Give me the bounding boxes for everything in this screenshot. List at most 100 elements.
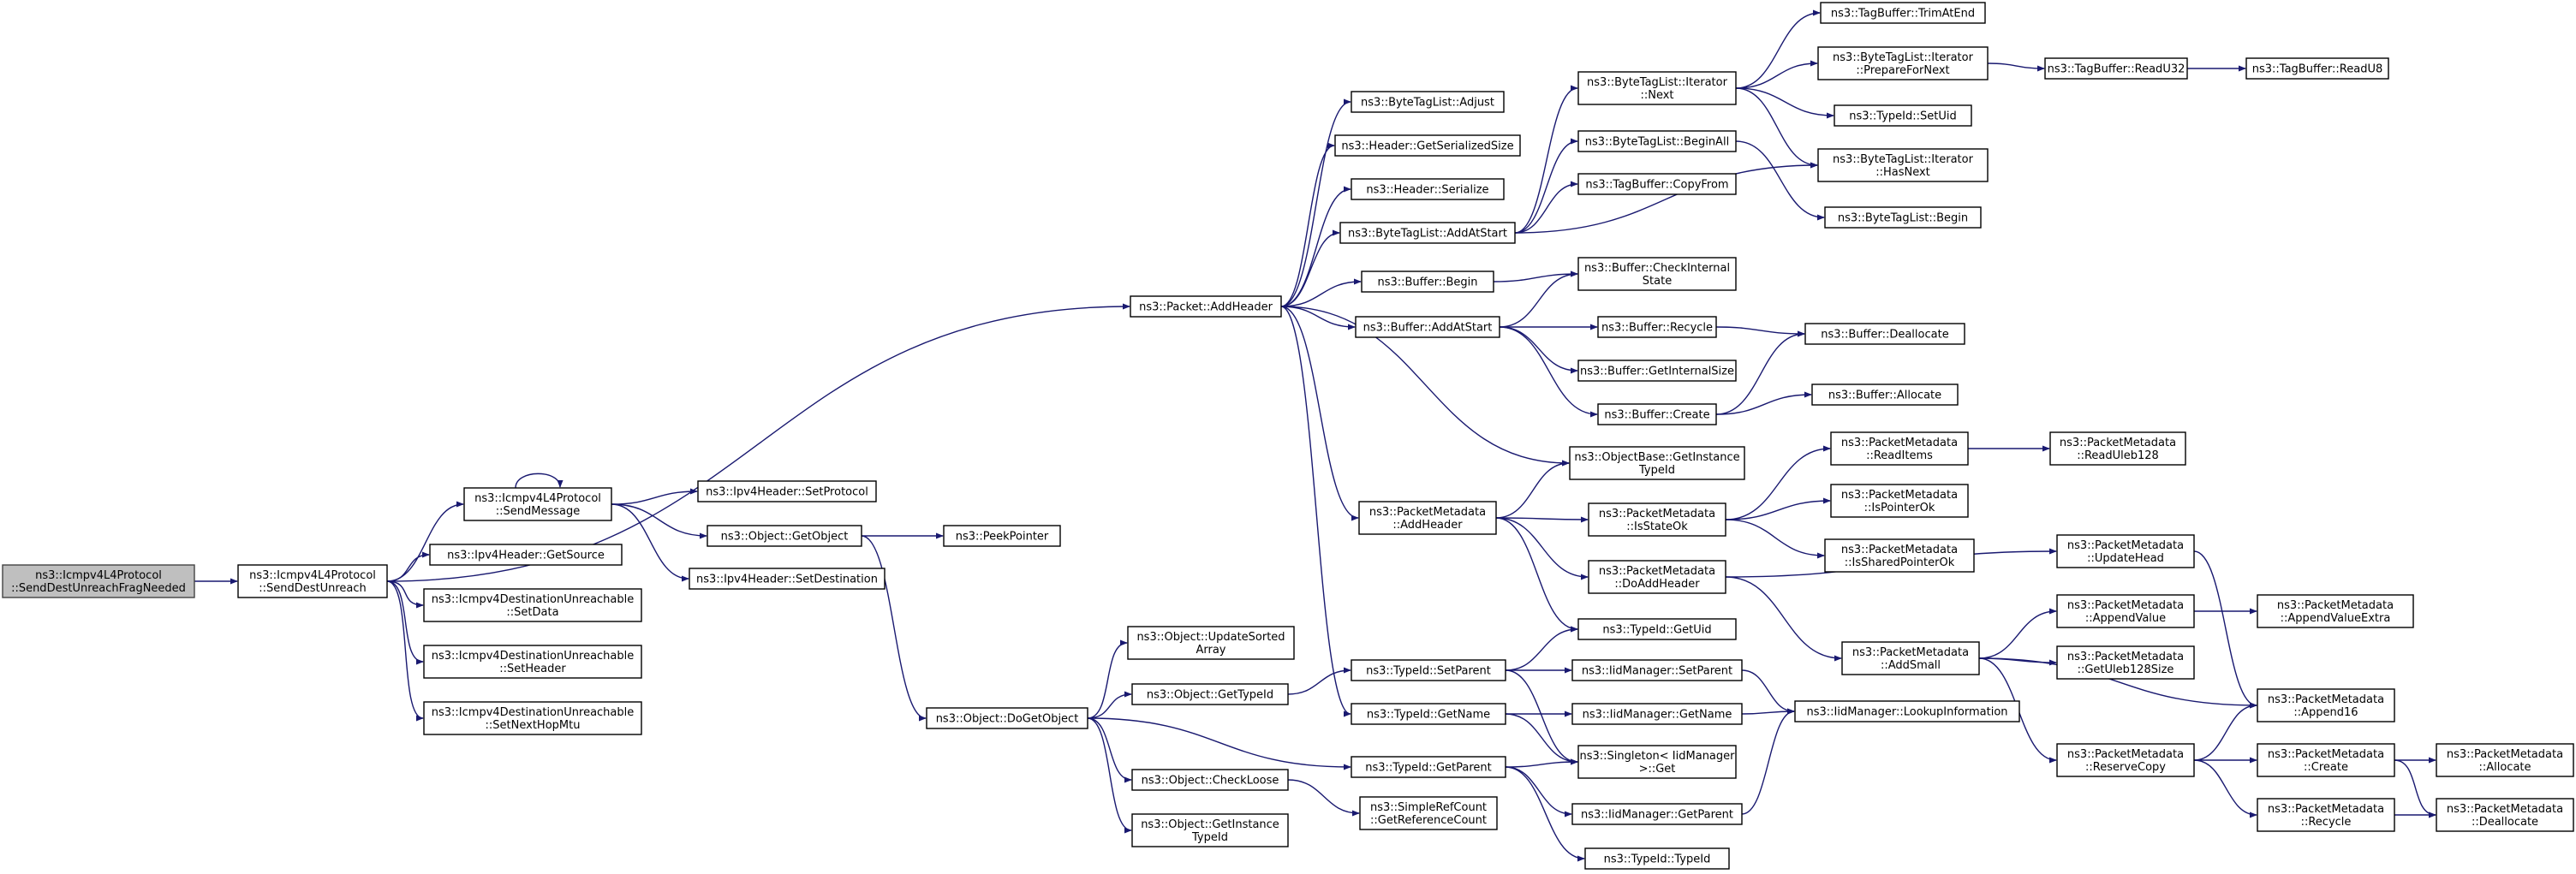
edge-btliternext-to-typeidsetuid — [1735, 87, 1834, 119]
node-bufcreate[interactable]: ns3::Buffer::Create — [1597, 403, 1717, 425]
node-iidlookup[interactable]: ns3::IidManager::LookupInformation — [1794, 700, 2020, 722]
node-pmcreate[interactable]: ns3::PacketMetadata::Create — [2257, 743, 2395, 777]
node-getobject[interactable]: ns3::Object::GetObject — [707, 525, 862, 547]
node-setprotocol[interactable]: ns3::Ipv4Header::SetProtocol — [697, 480, 877, 502]
node-tbcopyfrom[interactable]: ns3::TagBuffer::CopyFrom — [1577, 173, 1737, 195]
node-bufaddatstart[interactable]: ns3::Buffer::AddAtStart — [1355, 316, 1500, 338]
node-tbreadu32[interactable]: ns3::TagBuffer::ReadU32 — [2044, 57, 2188, 80]
node-pmissharedptrok[interactable]: ns3::PacketMetadata::IsSharedPointerOk — [1824, 538, 1975, 573]
node-typeidsetuid[interactable]: ns3::TypeId::SetUid — [1834, 104, 1972, 127]
node-typeidgetparent[interactable]: ns3::TypeId::GetParent — [1351, 756, 1506, 778]
edge-typeidsetparent-to-typeidgetuid — [1505, 626, 1578, 671]
node-label-line: ::UpdateHead — [2087, 552, 2164, 565]
node-setdest[interactable]: ns3::Ipv4Header::SetDestination — [689, 568, 886, 590]
node-singletonget[interactable]: ns3::Singleton< IidManager>::Get — [1577, 745, 1737, 779]
node-btliternext[interactable]: ns3::ByteTagList::Iterator::Next — [1577, 71, 1737, 105]
edge-iidsetparent-to-iidlookup — [1741, 669, 1795, 715]
node-box — [1351, 659, 1506, 681]
node-label-line: ::DoAddHeader — [1614, 578, 1700, 591]
node-box — [1131, 813, 1289, 847]
edge-sdu-to-setheader — [386, 580, 424, 665]
node-pmrecycle[interactable]: ns3::PacketMetadata::Recycle — [2257, 798, 2395, 832]
node-typeidgetuid[interactable]: ns3::TypeId::GetUid — [1577, 618, 1737, 640]
node-pmreaditems[interactable]: ns3::PacketMetadata::ReadItems — [1830, 431, 1969, 466]
edge-pmisstateok-to-pmreaditems — [1725, 445, 1831, 520]
node-tbreadu8[interactable]: ns3::TagBuffer::ReadU8 — [2245, 57, 2389, 80]
node-label-line: ns3::ByteTagList::Iterator — [1587, 76, 1728, 89]
node-setdata[interactable]: ns3::Icmpv4DestinationUnreachable::SetDa… — [423, 588, 642, 622]
node-iidgetparent[interactable]: ns3::IidManager::GetParent — [1571, 803, 1743, 825]
node-hdrser[interactable]: ns3::Header::Serialize — [1351, 178, 1505, 200]
edge-addheader-to-bufbegin — [1280, 278, 1362, 307]
edge-getobject-to-dogetobject — [861, 535, 927, 722]
node-label-line: ns3::Buffer::Begin — [1377, 276, 1477, 289]
node-pmaddheader[interactable]: ns3::PacketMetadata::AddHeader — [1358, 501, 1497, 535]
node-btladjust[interactable]: ns3::ByteTagList::Adjust — [1351, 91, 1505, 113]
node-getsource[interactable]: ns3::Ipv4Header::GetSource — [429, 544, 623, 566]
node-sdu[interactable]: ns3::Icmpv4L4Protocol::SendDestUnreach — [237, 564, 388, 598]
node-bufbegin[interactable]: ns3::Buffer::Begin — [1361, 271, 1494, 293]
node-sendmsg[interactable]: ns3::Icmpv4L4Protocol::SendMessage — [463, 487, 612, 521]
node-iidsetparent[interactable]: ns3::IidManager::SetParent — [1571, 659, 1743, 681]
node-setheader[interactable]: ns3::Icmpv4DestinationUnreachable::SetHe… — [423, 645, 642, 679]
node-label-line: ::Recycle — [2301, 816, 2352, 829]
node-typeidtypeid[interactable]: ns3::TypeId::TypeId — [1584, 847, 1730, 870]
node-label-line: ns3::ObjectBase::GetInstance — [1574, 451, 1739, 464]
node-box — [697, 480, 877, 502]
node-label-line: ns3::ByteTagList::AddAtStart — [1348, 228, 1507, 241]
node-pmupdatehead[interactable]: ns3::PacketMetadata::UpdateHead — [2056, 534, 2195, 568]
node-pmallocate[interactable]: ns3::PacketMetadata::Allocate — [2436, 743, 2574, 777]
node-bufdealloc[interactable]: ns3::Buffer::Deallocate — [1804, 323, 1965, 345]
node-pmgetuleb[interactable]: ns3::PacketMetadata::GetUleb128Size — [2056, 645, 2195, 680]
node-label-line: ns3::ByteTagList::BeginAll — [1585, 136, 1729, 149]
node-peekpointer[interactable]: ns3::PeekPointer — [943, 525, 1061, 547]
node-pmdoaddheader[interactable]: ns3::PacketMetadata::DoAddHeader — [1588, 560, 1726, 594]
node-btlbegin[interactable]: ns3::ByteTagList::Begin — [1824, 206, 1982, 229]
node-btlhasnext[interactable]: ns3::ByteTagList::Iterator::HasNext — [1817, 148, 1989, 182]
node-pmreaduleb[interactable]: ns3::PacketMetadata::ReadUleb128 — [2049, 431, 2186, 466]
node-bufgetinternal[interactable]: ns3::Buffer::GetInternalSize — [1577, 360, 1737, 382]
node-pmaddsmall[interactable]: ns3::PacketMetadata::AddSmall — [1841, 641, 1980, 675]
node-iidgetname[interactable]: ns3::IidManager::GetName — [1571, 703, 1743, 725]
node-pmdeallocate[interactable]: ns3::PacketMetadata::Deallocate — [2436, 798, 2574, 832]
node-pmreservecopy[interactable]: ns3::PacketMetadata::ReserveCopy — [2056, 743, 2195, 777]
node-setnexthop[interactable]: ns3::Icmpv4DestinationUnreachable::SetNe… — [423, 701, 642, 735]
node-box — [1597, 403, 1717, 425]
node-root[interactable]: ns3::Icmpv4L4Protocol::SendDestUnreachFr… — [2, 564, 195, 598]
node-srcgetref[interactable]: ns3::SimpleRefCount::GetReferenceCount — [1359, 796, 1498, 830]
node-pmappend16[interactable]: ns3::PacketMetadata::Append16 — [2257, 688, 2395, 722]
edge-pmreservecopy-to-pmappend16 — [2193, 702, 2257, 761]
node-box — [1131, 769, 1289, 791]
node-btladdatstart[interactable]: ns3::ByteTagList::AddAtStart — [1339, 222, 1516, 244]
node-btlprepfornext[interactable]: ns3::ByteTagList::Iterator::PrepareForNe… — [1817, 46, 1989, 80]
node-label-line: ns3::Icmpv4L4Protocol — [35, 569, 162, 582]
node-label-line: ns3::Icmpv4L4Protocol — [249, 569, 376, 582]
node-btlbeginall[interactable]: ns3::ByteTagList::BeginAll — [1577, 130, 1737, 152]
node-pmisstateok[interactable]: ns3::PacketMetadata::IsStateOk — [1588, 502, 1726, 537]
node-checkloose[interactable]: ns3::Object::CheckLoose — [1131, 769, 1289, 791]
node-dogetobject[interactable]: ns3::Object::DoGetObject — [926, 707, 1088, 729]
node-label-line: ns3::Object::CheckLoose — [1142, 775, 1279, 788]
node-bufrecycle[interactable]: ns3::Buffer::Recycle — [1597, 316, 1717, 338]
edge-dogetobject-to-objgetinst — [1087, 717, 1132, 834]
node-objgettypeid[interactable]: ns3::Object::GetTypeId — [1131, 683, 1289, 705]
node-pmappendvalue[interactable]: ns3::PacketMetadata::AppendValue — [2056, 594, 2195, 628]
node-bufalloc[interactable]: ns3::Buffer::Allocate — [1811, 383, 1959, 406]
node-label-line: ns3::PacketMetadata — [1599, 508, 1715, 520]
node-pmispointerok[interactable]: ns3::PacketMetadata::IsPointerOk — [1830, 484, 1969, 518]
node-box — [1351, 91, 1505, 113]
node-label-line: ::ReadItems — [1866, 449, 1933, 462]
node-hdrgetser[interactable]: ns3::Header::GetSerializedSize — [1334, 134, 1521, 157]
node-pmappendvalextra[interactable]: ns3::PacketMetadata::AppendValueExtra — [2257, 594, 2414, 628]
edge-sendmsg-to-setprotocol — [611, 488, 698, 505]
node-tbtrimatend[interactable]: ns3::TagBuffer::TrimAtEnd — [1820, 2, 1986, 24]
node-typeidgetname[interactable]: ns3::TypeId::GetName — [1351, 703, 1506, 725]
node-box — [2257, 743, 2395, 777]
node-addheader[interactable]: ns3::Packet::AddHeader — [1130, 295, 1282, 318]
node-typeidsetparent[interactable]: ns3::TypeId::SetParent — [1351, 659, 1506, 681]
